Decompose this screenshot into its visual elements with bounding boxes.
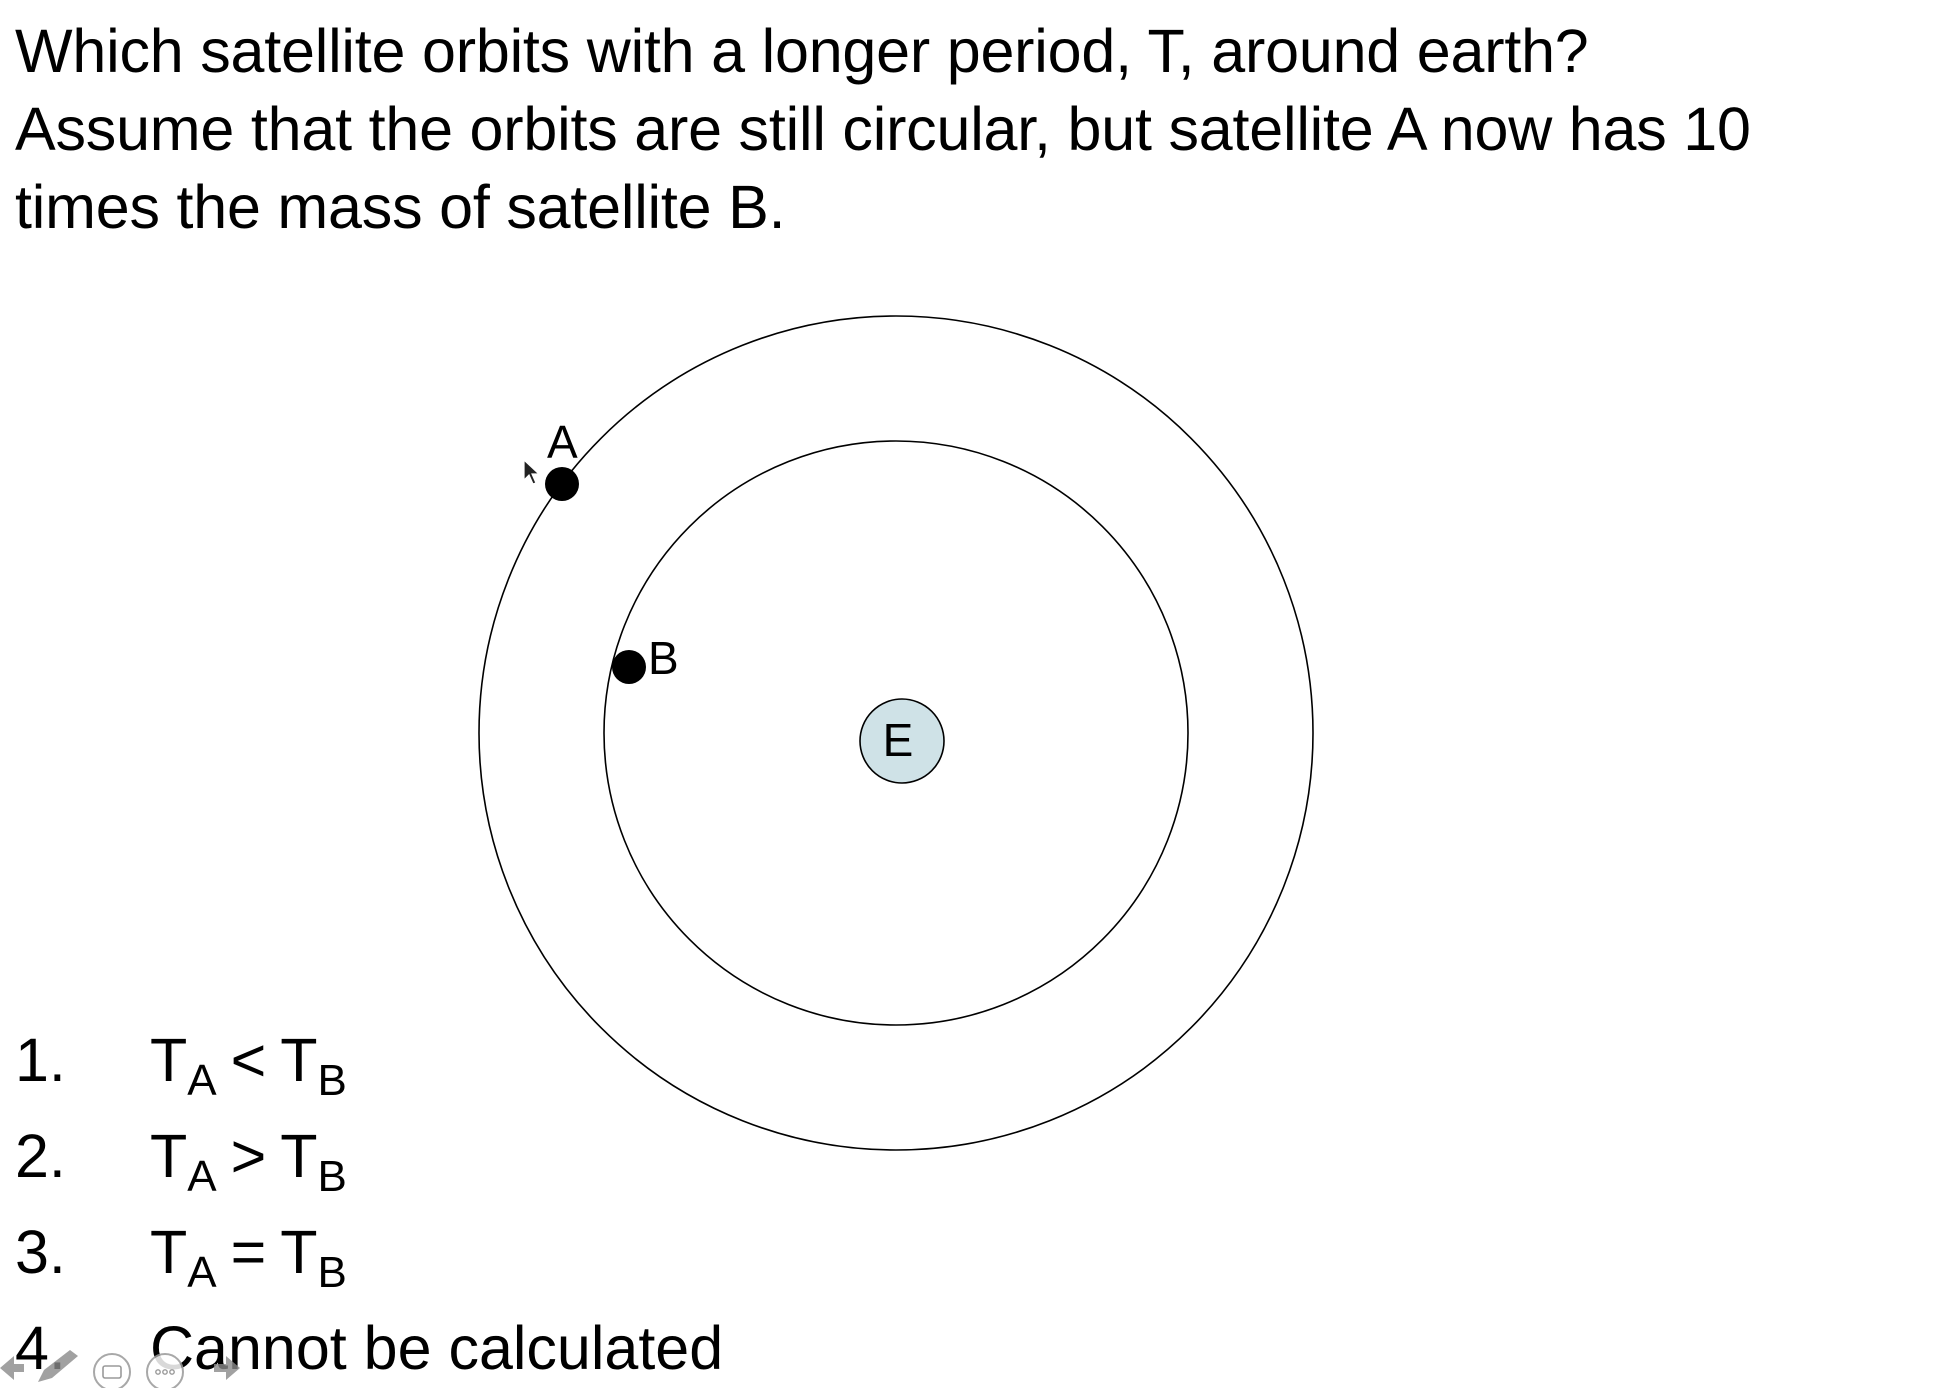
question-text: Which satellite orbits with a longer per… [15,12,1945,246]
period-symbol: T [150,1122,188,1190]
relation-symbol: > [230,1122,267,1190]
period-symbol: T [280,1122,318,1190]
option-number: 3. [15,1218,66,1286]
back-arrow-icon[interactable] [0,1356,24,1380]
subscript-a: A [187,1248,217,1297]
more-options-icon[interactable] [146,1353,184,1388]
period-symbol: T [280,1026,318,1094]
period-symbol: T [150,1026,188,1094]
outer-orbit [478,315,1314,1151]
option-number: 2. [15,1122,66,1190]
option-text: TA=TB [150,1204,347,1300]
subscript-b: B [317,1248,347,1297]
option-text: Cannot be calculated [150,1314,724,1382]
satellite-a-label: A [547,416,578,468]
inner-orbit [603,440,1189,1026]
period-symbol: T [150,1218,188,1286]
question-line-1: Which satellite orbits with a longer per… [15,17,1589,85]
earth [859,698,945,784]
satellite-a [545,467,579,501]
captions-icon[interactable] [93,1353,131,1388]
subscript-b: B [317,1152,347,1201]
option-text: TA>TB [150,1108,347,1204]
period-symbol: T [280,1218,318,1286]
question-line-3: times the mass of satellite B. [15,173,786,241]
earth-label: E [883,714,914,766]
pen-icon[interactable] [38,1350,78,1382]
subscript-a: A [187,1152,217,1201]
relation-symbol: = [230,1218,267,1286]
satellite-b-label: B [648,632,679,684]
option-number: 1. [15,1026,66,1094]
subscript-b: B [317,1056,347,1105]
presentation-toolbar [0,1350,240,1388]
satellite-b [612,650,646,684]
question-line-2: Assume that the orbits are still circula… [15,95,1751,163]
relation-symbol: < [230,1026,267,1094]
mouse-cursor-icon [523,458,541,485]
forward-arrow-icon[interactable] [214,1356,240,1380]
option-text: TA<TB [150,1012,347,1108]
subscript-a: A [187,1056,217,1105]
